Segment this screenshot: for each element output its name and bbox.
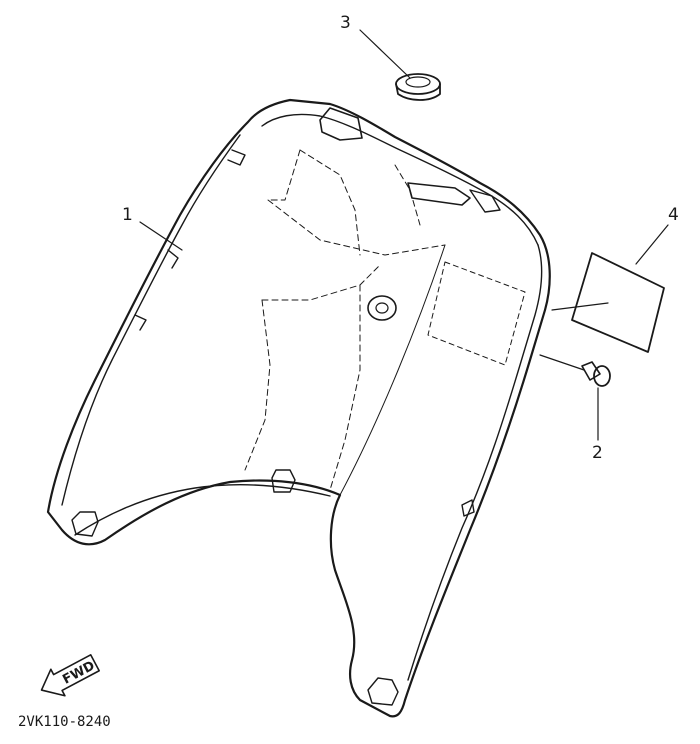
screw: [581, 361, 611, 387]
diagram-code: 2VK110-8240: [18, 714, 111, 730]
leader-lines: [139, 29, 669, 441]
callout-part-3: 3: [340, 13, 351, 33]
leg-shield-panel: [46, 98, 551, 718]
callout-part-4: 4: [668, 205, 679, 225]
grommet-cap: [395, 73, 441, 101]
forward-arrow-icon: FWD: [40, 654, 100, 697]
callout-part-2: 2: [592, 443, 603, 463]
label-plate: [571, 252, 665, 353]
callout-part-1: 1: [122, 205, 133, 225]
fwd-label: FWD: [60, 658, 97, 687]
